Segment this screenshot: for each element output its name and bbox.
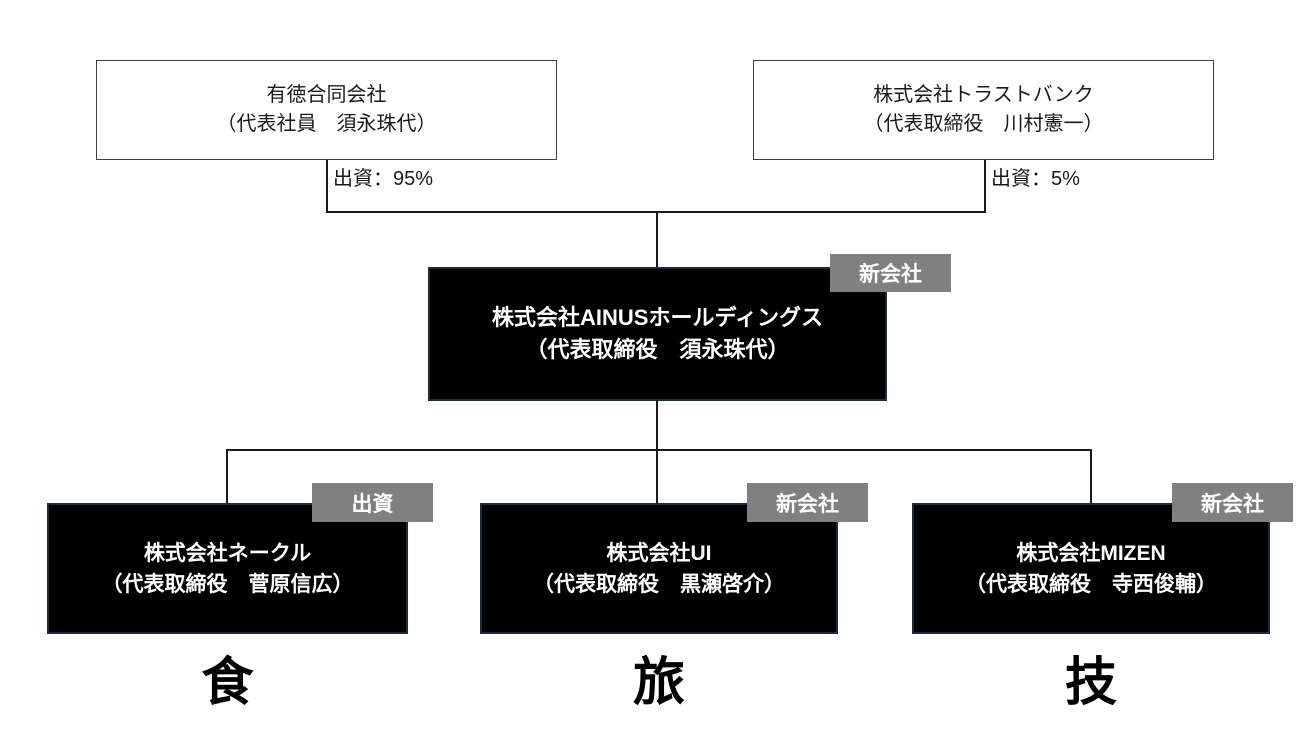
connector-line	[226, 449, 228, 504]
connector-line	[656, 400, 658, 450]
company-name: 株式会社ネークル	[143, 541, 312, 565]
new-company-badge: 新会社	[747, 483, 868, 522]
company-representative: （代表取締役 菅原信広）	[101, 572, 354, 596]
company-name: 株式会社MIZEN	[1016, 541, 1166, 565]
subsidiary-box-ui: 株式会社UI （代表取締役 黒瀬啓介）	[480, 503, 838, 634]
connector-line	[1090, 449, 1092, 504]
company-name: 株式会社AINUSホールディングス	[492, 305, 823, 330]
subsidiary-box-mizen: 株式会社MIZEN （代表取締役 寺西俊輔）	[912, 503, 1270, 634]
company-name: 株式会社UI	[606, 541, 712, 565]
investment-badge: 出資	[312, 483, 433, 522]
company-representative: （代表取締役 川村憲一）	[863, 113, 1104, 135]
company-representative: （代表取締役 須永珠代）	[525, 337, 790, 362]
new-company-badge: 新会社	[1172, 483, 1293, 522]
new-company-badge: 新会社	[830, 254, 951, 292]
subsidiary-box-nekuru: 株式会社ネークル （代表取締役 菅原信広）	[47, 503, 408, 634]
parent-company-box-trustbank: 株式会社トラストバンク （代表取締役 川村憲一）	[753, 60, 1214, 160]
company-representative: （代表取締役 黒瀬啓介）	[533, 572, 785, 596]
parent-company-box-yutoku: 有徳合同会社 （代表社員 須永珠代）	[96, 60, 557, 160]
category-character-technology: 技	[1064, 654, 1117, 712]
company-representative: （代表社員 須永珠代）	[216, 113, 437, 135]
connector-line	[984, 159, 986, 213]
connector-line	[326, 159, 328, 213]
connector-line	[226, 449, 1092, 451]
category-character-food: 食	[201, 654, 254, 712]
stake-percentage-label-left: 出資：95%	[333, 168, 434, 190]
category-character-travel: 旅	[632, 654, 685, 712]
connector-line	[656, 211, 658, 268]
stake-percentage-label-right: 出資：5%	[991, 168, 1080, 190]
connector-line	[656, 449, 658, 504]
company-name: 有徳合同会社	[266, 84, 387, 106]
company-representative: （代表取締役 寺西俊輔）	[965, 572, 1217, 596]
company-name: 株式会社トラストバンク	[873, 84, 1094, 106]
holding-company-box: 株式会社AINUSホールディングス （代表取締役 須永珠代）	[428, 267, 887, 401]
